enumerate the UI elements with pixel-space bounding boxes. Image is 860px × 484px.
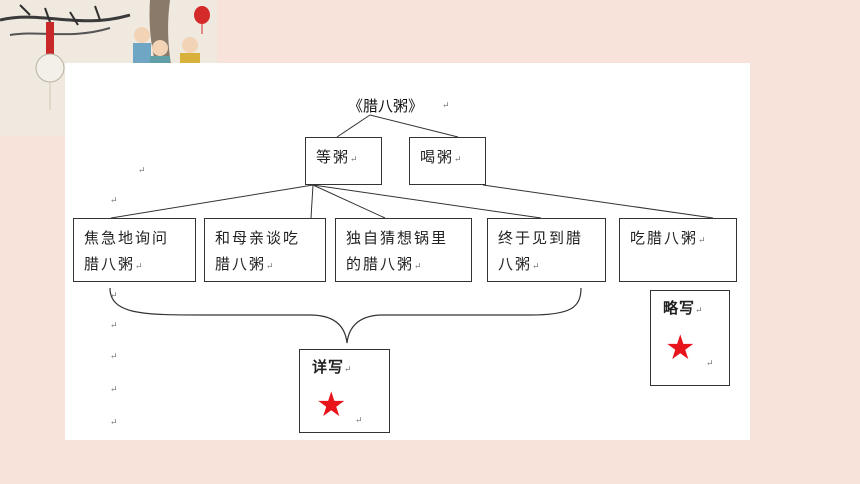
paragraph-mark: ↵ — [110, 196, 118, 206]
node-waiting-porridge: 等粥↵ — [305, 137, 382, 185]
brief-writing-label: 略写 — [663, 299, 696, 317]
node-label: 终于见到腊八粥 — [498, 229, 584, 273]
paragraph-mark: ↵ — [110, 321, 118, 331]
diagram-sheet: 《腊八粥》 ↵ 等粥↵ 喝粥↵ 焦急地询问腊八粥↵ 和母亲谈吃腊八粥↵ 独自猜想… — [65, 63, 750, 440]
detailed-writing-box: 详写↵ ★ ↵ — [299, 349, 390, 433]
connector-lines — [109, 114, 714, 344]
paragraph-mark: ↵ — [110, 418, 118, 428]
paragraph-mark: ↵ — [442, 101, 450, 111]
brief-writing-box: 略写↵ ★ ↵ — [650, 290, 730, 386]
paragraph-mark: ↵ — [110, 352, 118, 362]
paragraph-mark: ↵ — [110, 291, 118, 301]
paragraph-mark: ↵ — [138, 166, 146, 176]
star-icon: ★ — [316, 385, 349, 425]
node-drinking-porridge: 喝粥↵ — [409, 137, 486, 185]
node-guessing-in-pot: 独自猜想锅里的腊八粥↵ — [335, 218, 472, 282]
node-label: 焦急地询问腊八粥 — [84, 229, 170, 273]
diagram-title: 《腊八粥》 — [348, 97, 424, 115]
node-label: 吃腊八粥 — [630, 229, 699, 247]
node-label: 喝粥 — [420, 148, 455, 166]
star-icon: ★ — [665, 328, 698, 368]
node-label: 和母亲谈吃腊八粥 — [215, 229, 301, 273]
node-eating-porridge: 吃腊八粥↵ — [619, 218, 737, 282]
detailed-writing-label: 详写 — [312, 358, 345, 376]
node-finally-see: 终于见到腊八粥↵ — [487, 218, 606, 282]
paragraph-mark: ↵ — [110, 385, 118, 395]
node-label: 独自猜想锅里的腊八粥 — [346, 229, 449, 273]
node-anxious-asking: 焦急地询问腊八粥↵ — [73, 218, 196, 282]
node-talk-with-mother: 和母亲谈吃腊八粥↵ — [204, 218, 326, 282]
node-label: 等粥 — [316, 148, 351, 166]
